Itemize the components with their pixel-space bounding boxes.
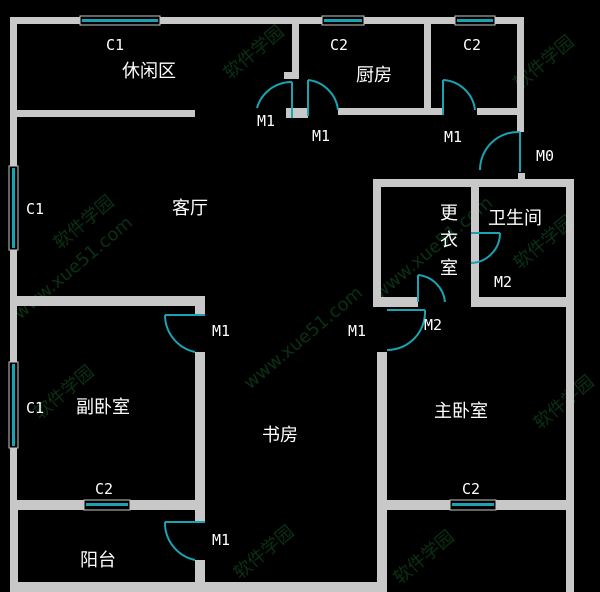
room-labels: 休闲区 厨房 客厅 更 衣 室 卫生间 副卧室 书房 主卧室 阳台 [76, 61, 542, 571]
door-m1-balcony [163, 521, 205, 561]
door-m2-bath [470, 232, 501, 264]
wall [195, 504, 205, 522]
room-lounge-label: 休闲区 [122, 61, 176, 82]
code-c1-left-lower: C1 [26, 399, 44, 417]
door-m1-b [307, 79, 339, 116]
wall [10, 110, 195, 117]
wall [205, 582, 387, 592]
window-c2-bottom-right [449, 499, 497, 511]
wall [377, 352, 387, 507]
wall [10, 582, 205, 592]
room-master-bedroom-label: 主卧室 [434, 401, 488, 422]
code-m0: M0 [536, 147, 554, 165]
code-c2-bottom-right: C2 [462, 480, 480, 498]
opening-codes: C1 C2 C2 C1 C1 C2 C2 M1 M1 M1 M0 M2 M1 M… [26, 36, 554, 549]
wall [338, 108, 425, 115]
code-c2-right: C2 [463, 36, 481, 54]
room-second-bedroom-label: 副卧室 [76, 397, 130, 418]
door-m1-a [256, 80, 293, 118]
windows [8, 15, 497, 511]
code-c1-left-upper: C1 [26, 200, 44, 218]
door-m2-dress [417, 274, 446, 303]
wall [195, 560, 205, 592]
code-m1-balcony: M1 [212, 531, 230, 549]
window-c2-kitchen [321, 15, 365, 26]
wall [377, 507, 387, 592]
code-c1-top: C1 [106, 36, 124, 54]
window-c2-right [454, 15, 496, 26]
wall [10, 17, 17, 117]
room-bathroom-label: 卫生间 [488, 208, 542, 229]
wall [10, 510, 18, 592]
door-m1-c [442, 79, 476, 115]
code-m1-b: M1 [312, 127, 330, 145]
doors [163, 79, 521, 561]
room-kitchen-label: 厨房 [356, 65, 392, 86]
door-m1-center [386, 309, 427, 352]
window-c1-top [79, 15, 161, 26]
room-dressing-label-2: 衣 [440, 230, 458, 251]
window-c1-left-lower [8, 361, 19, 449]
wall [286, 108, 308, 118]
wall [10, 117, 17, 592]
wall [518, 173, 525, 187]
code-m1-bedroom: M1 [212, 322, 230, 340]
wall [517, 17, 524, 127]
wall [373, 297, 418, 307]
wall [284, 72, 299, 79]
code-m1-a: M1 [257, 112, 275, 130]
room-study-label: 书房 [262, 425, 298, 446]
window-c2-bottom-left [83, 499, 131, 511]
code-m2-dress: M2 [424, 316, 442, 334]
door-m1-bedroom [164, 314, 205, 353]
wall [431, 108, 443, 115]
room-living-label: 客厅 [172, 198, 208, 219]
wall [517, 120, 524, 132]
wall [10, 296, 205, 306]
wall [477, 108, 524, 115]
window-c1-left-upper [8, 165, 19, 251]
code-c2-kitchen: C2 [330, 36, 348, 54]
wall [292, 17, 299, 79]
code-c2-bottom-left: C2 [95, 480, 113, 498]
wall [471, 297, 574, 307]
door-m0 [478, 130, 521, 172]
room-balcony-label: 阳台 [80, 550, 116, 571]
wall [566, 179, 574, 592]
room-dressing-label-3: 室 [440, 258, 458, 279]
wall [373, 179, 381, 307]
wall [471, 179, 479, 305]
code-m2-bath: M2 [494, 273, 512, 291]
room-dressing-label-1: 更 [440, 203, 458, 224]
code-m1-c: M1 [444, 128, 462, 146]
code-m1-center: M1 [348, 322, 366, 340]
wall [195, 352, 205, 504]
wall [195, 296, 205, 314]
wall [424, 17, 431, 115]
